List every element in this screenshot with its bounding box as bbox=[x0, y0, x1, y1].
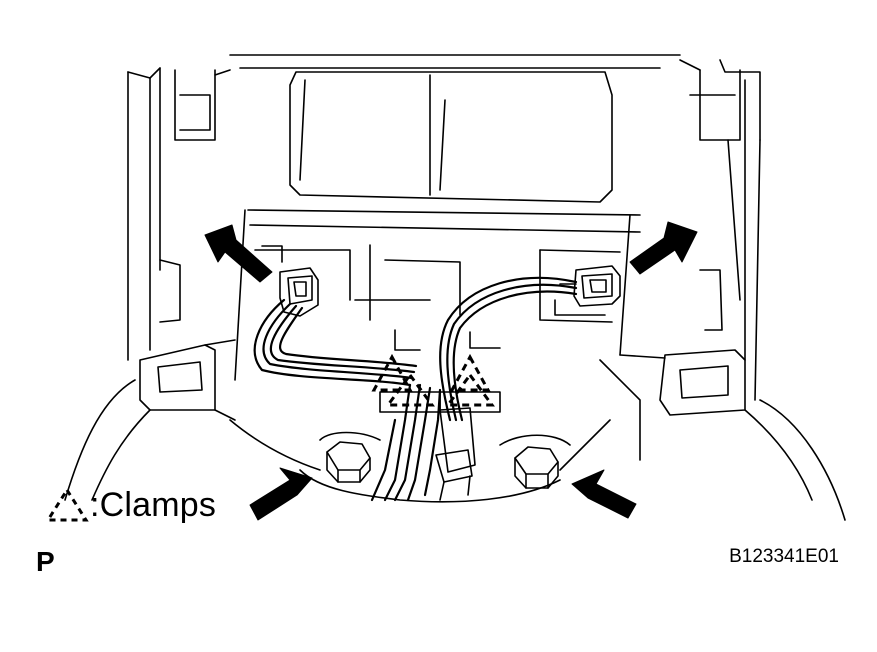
arrow-icon bbox=[571, 469, 637, 519]
clamp-marker-icon bbox=[445, 372, 495, 407]
top-recess bbox=[289, 71, 613, 203]
wire-harness bbox=[253, 276, 578, 502]
left-nut bbox=[326, 441, 371, 483]
arrow-icon bbox=[249, 467, 313, 521]
nut-boss bbox=[299, 431, 571, 503]
clamps-legend: :Clamps bbox=[44, 485, 216, 525]
dashed-triangle-icon bbox=[45, 487, 89, 522]
lower-wings bbox=[64, 359, 846, 521]
clamp-marker-icon bbox=[449, 353, 491, 392]
right-bracket bbox=[619, 269, 746, 416]
legend-label: :Clamps bbox=[90, 486, 217, 524]
clamp-marker-icon bbox=[371, 353, 413, 392]
console-body bbox=[127, 54, 761, 401]
figure-id: B123341E01 bbox=[729, 546, 839, 567]
left-bracket bbox=[139, 259, 236, 421]
right-connector bbox=[559, 265, 621, 307]
center-frame bbox=[234, 209, 641, 381]
arrow-icon bbox=[629, 221, 698, 275]
clamp-marker-icon bbox=[385, 372, 435, 407]
right-nut bbox=[514, 446, 559, 489]
harness-sleeve bbox=[435, 407, 476, 501]
clamp-blocks bbox=[379, 391, 501, 413]
arrow-icon bbox=[204, 224, 273, 283]
view-label: P bbox=[36, 546, 55, 577]
left-connector bbox=[261, 245, 319, 317]
